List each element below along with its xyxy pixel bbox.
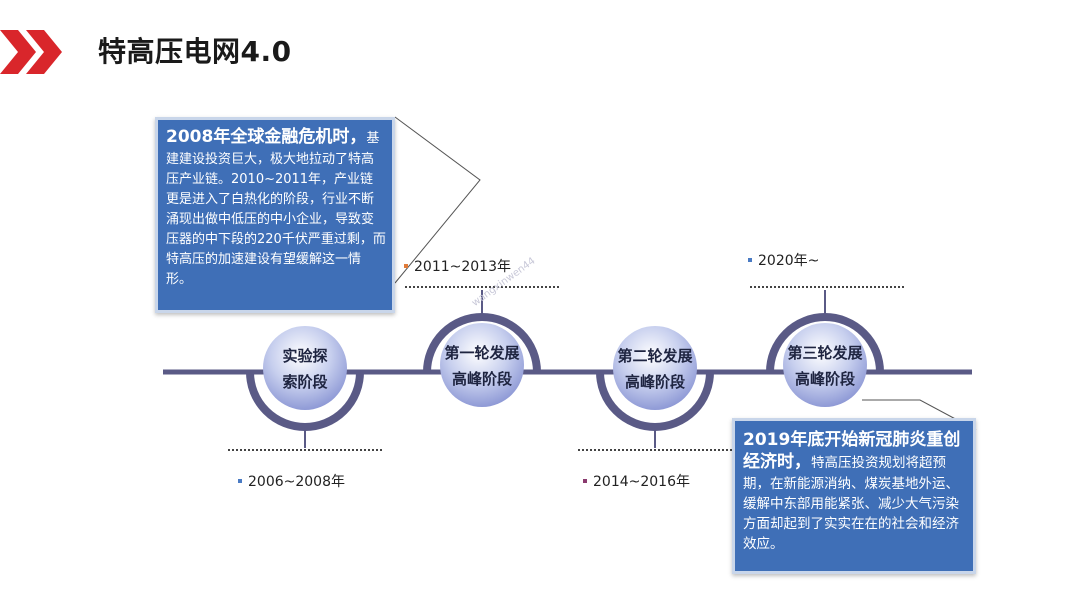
bullet-icon [404, 264, 408, 268]
node-1-label: 实验探索阶段 [282, 347, 328, 391]
callout-1-pointer [394, 116, 481, 284]
node-4-label: 第三轮发展高峰阶段 [787, 344, 863, 388]
timeline-node-1 [228, 326, 382, 451]
node-2-label: 第一轮发展高峰阶段 [444, 344, 520, 388]
date-label-2: 2011~2013年 [404, 256, 511, 276]
node-3-label: 第二轮发展高峰阶段 [617, 347, 693, 391]
callout-financial-crisis: 2008年全球金融危机时，基建建设投资巨大，极大地拉动了特高压产业链。2010~… [155, 117, 395, 313]
double-chevron-icon [0, 30, 62, 74]
date-label-1: 2006~2008年 [238, 471, 345, 491]
timeline-node-3 [578, 326, 732, 451]
date-label-3: 2014~2016年 [583, 471, 690, 491]
bullet-icon [748, 258, 752, 262]
page-title: 特高压电网4.0 [98, 35, 292, 68]
bullet-icon [238, 479, 242, 483]
callout-covid: 2019年底开始新冠肺炎重创经济时，特高压投资规划将超预期，在新能源消纳、煤炭基… [732, 418, 976, 574]
callout-1-body: 基建建设投资巨大，极大地拉动了特高压产业链。2010~2011年，产业链更是进入… [166, 131, 386, 287]
timeline-node-2 [405, 286, 560, 407]
callout-1-lead: 2008年全球金融危机时， [166, 127, 367, 147]
date-label-4: 2020年~ [748, 250, 819, 270]
callout-2-body: 特高压投资规划将超预期，在新能源消纳、煤炭基地外运、缓解中东部用能紧张、减少大气… [743, 455, 959, 552]
timeline-node-4 [750, 286, 905, 407]
callout-2-lead: 2019年底开始新冠肺炎重创经济时， [743, 430, 961, 472]
bullet-icon [583, 479, 587, 483]
